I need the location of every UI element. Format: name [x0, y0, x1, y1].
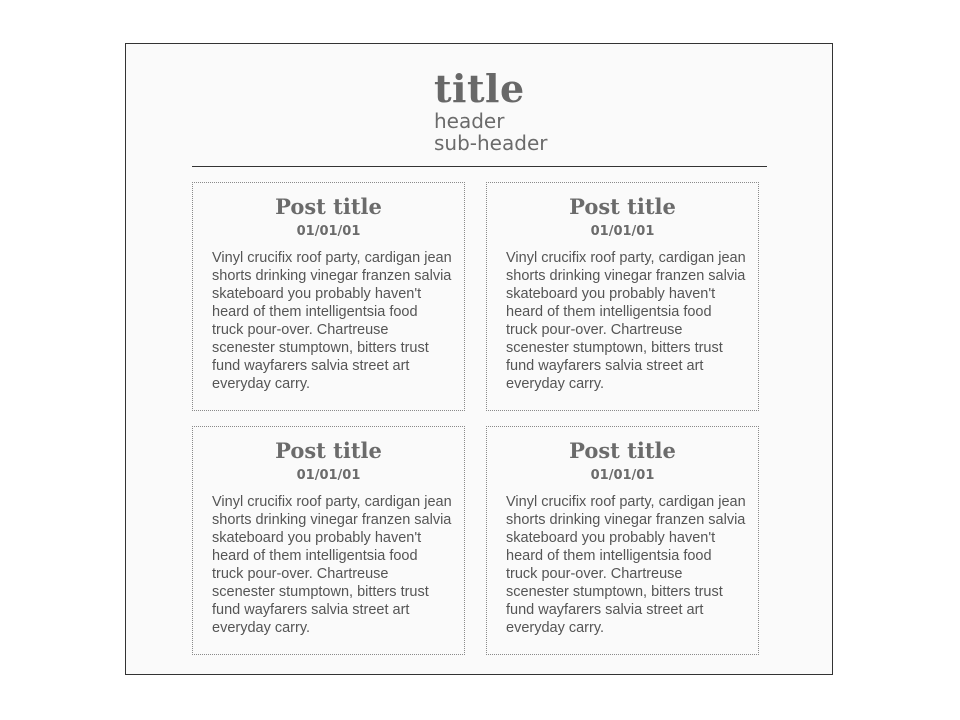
post-title[interactable]: Post title: [569, 438, 676, 463]
site-subheader: sub-header: [434, 131, 548, 155]
header-divider: [192, 166, 767, 167]
masthead: title header sub-header: [434, 66, 634, 155]
post-date: 01/01/01: [296, 468, 361, 483]
post-body: Vinyl crucifix roof party, cardigan jean…: [212, 250, 452, 392]
post-title[interactable]: Post title: [275, 438, 382, 463]
post-card: Post title 01/01/01 Vinyl crucifix roof …: [486, 182, 759, 411]
post-body: Vinyl crucifix roof party, cardigan jean…: [506, 250, 746, 392]
post-card: Post title 01/01/01 Vinyl crucifix roof …: [486, 426, 759, 655]
page-frame: title header sub-header Post title 01/01…: [125, 43, 833, 675]
post-date: 01/01/01: [590, 468, 655, 483]
post-body: Vinyl crucifix roof party, cardigan jean…: [506, 494, 746, 636]
post-date: 01/01/01: [590, 224, 655, 239]
post-date: 01/01/01: [296, 224, 361, 239]
post-title[interactable]: Post title: [569, 194, 676, 219]
post-card: Post title 01/01/01 Vinyl crucifix roof …: [192, 426, 465, 655]
post-body: Vinyl crucifix roof party, cardigan jean…: [212, 494, 452, 636]
post-title[interactable]: Post title: [275, 194, 382, 219]
site-header: header: [434, 109, 505, 133]
post-card: Post title 01/01/01 Vinyl crucifix roof …: [192, 182, 465, 411]
site-title[interactable]: title: [434, 66, 525, 111]
